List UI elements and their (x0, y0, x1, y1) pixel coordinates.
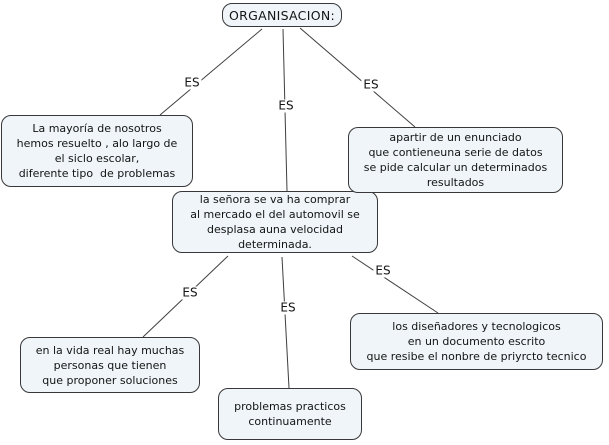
link-label-es[interactable]: ES (373, 263, 393, 278)
node-problemas-practicos[interactable]: problemas practicos continuamente (218, 388, 362, 440)
node-text-line: problemas practicos (234, 400, 346, 413)
node-text-line: personas que tienen (53, 358, 167, 372)
node-text-line: determinada. (238, 238, 312, 251)
connector-root-left (159, 28, 263, 116)
node-text-line: diferente tipo de problemas (18, 167, 176, 180)
node-text-line: hemos resuelto , alo largo de (16, 137, 178, 150)
node-text-line: que proponer soluciones (42, 373, 178, 387)
node-disenadores-tecnologicos[interactable]: los diseñadores y tecnologicos en un doc… (350, 313, 603, 370)
node-text-line: los diseñadores y tecnologicos (392, 320, 561, 333)
node-text-line: continuamente (248, 415, 332, 428)
node-text-line: que resibe el nonbre de priyrcto tecnico (366, 350, 587, 363)
link-label-es[interactable]: ES (278, 300, 298, 315)
node-text-line: la señora se va ha comprar (199, 193, 351, 206)
node-mayoria-de-nosotros[interactable]: La mayoría de nosotros hemos resuelto , … (1, 115, 193, 187)
link-label-es[interactable]: ES (276, 98, 296, 113)
link-label-es[interactable]: ES (180, 285, 200, 300)
node-text-line: en la vida real hay muchas (35, 343, 185, 357)
link-label-es[interactable]: ES (361, 77, 381, 92)
node-text-line: se pide calcular un determinados (363, 161, 548, 174)
connector-middle-bottomright (351, 255, 439, 314)
node-apartir-enunciado[interactable]: apartir de un enunciado que contieneuna … (348, 127, 563, 193)
node-organisacion[interactable]: ORGANISACION: (222, 3, 342, 27)
connector-root-right (299, 27, 416, 128)
node-vida-real[interactable]: en la vida real hay muchas personas que … (20, 337, 200, 393)
node-text-line: que contieneuna serie de datos (368, 146, 543, 159)
connector-middle-bottommid (281, 256, 290, 389)
link-label-es[interactable]: ES (182, 75, 202, 90)
node-text-line: La mayoría de nosotros (32, 122, 162, 135)
node-text-line: resultados (426, 176, 485, 189)
node-text-line: el siclo escolar, (54, 152, 140, 165)
node-label: ORGANISACION: (228, 7, 335, 23)
node-text-line: al mercado el del automovil se (190, 208, 360, 221)
node-text-line: desplasa auna velocidad (206, 223, 344, 236)
node-senora-automovil[interactable]: la señora se va ha comprar al mercado el… (172, 191, 378, 253)
node-text-line: apartir de un enunciado (389, 131, 522, 144)
node-text-line: en un documento escrito (407, 335, 546, 348)
